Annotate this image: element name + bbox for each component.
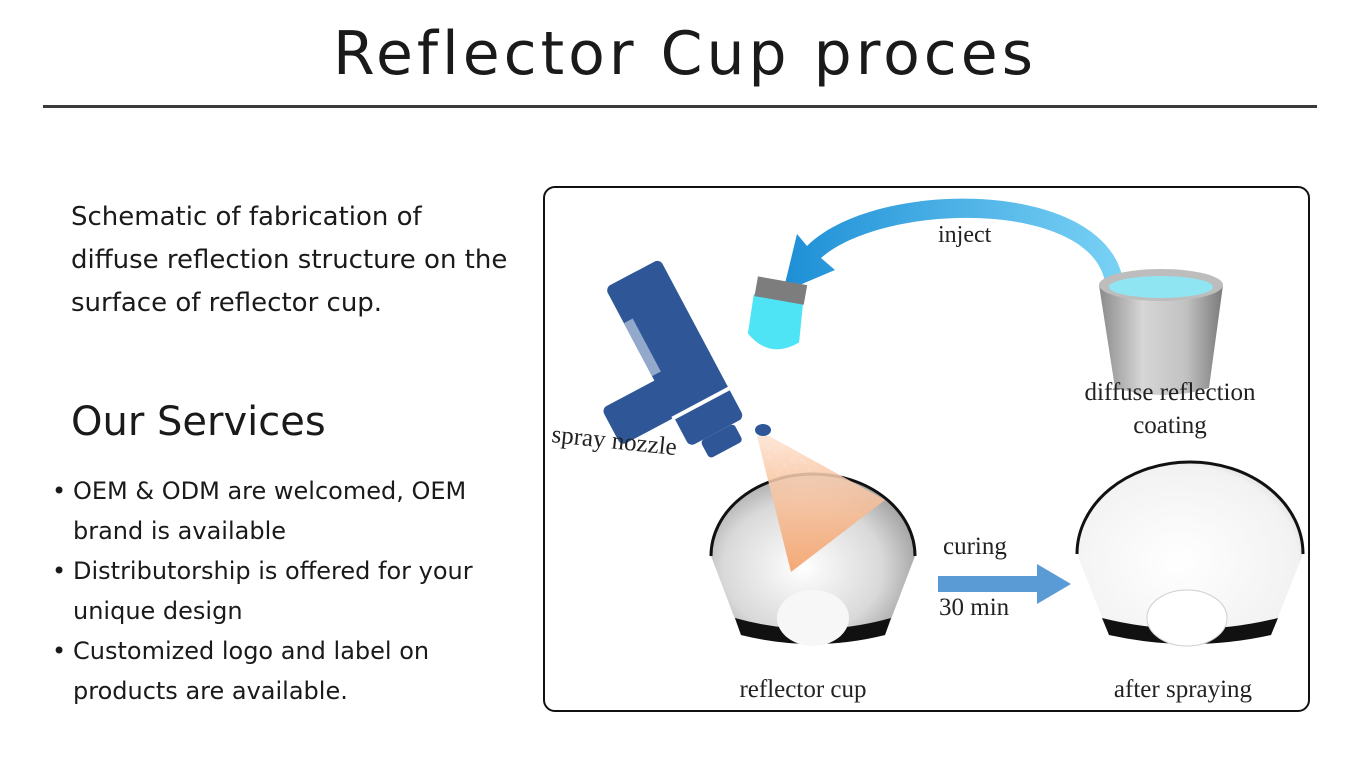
service-text: OEM & ODM are welcomed, OEM brand is ava…	[73, 477, 467, 545]
spray-gun-icon	[603, 260, 808, 458]
coating-bucket-icon	[1099, 269, 1223, 395]
page-title: Reflector Cup process	[0, 18, 1366, 90]
process-diagram: inject diffuse reflection coating spr	[543, 186, 1310, 712]
coated-cup-icon	[1075, 460, 1305, 647]
page-title-text: Reflector Cup process	[333, 19, 1033, 89]
cure-time-label: 30 min	[939, 594, 1010, 621]
bullet-icon: •	[52, 557, 67, 585]
title-divider	[43, 105, 1317, 108]
bullet-icon: •	[52, 637, 67, 665]
reflector-cup-label: reflector cup	[739, 676, 866, 703]
curing-label: curing	[943, 533, 1007, 560]
coating-label-line2: coating	[1133, 412, 1207, 439]
process-diagram-svg: inject diffuse reflection coating spr	[550, 198, 1305, 703]
list-item: •OEM & ODM are welcomed, OEM brand is av…	[52, 471, 512, 551]
services-list: •OEM & ODM are welcomed, OEM brand is av…	[52, 471, 512, 711]
coating-label-line1: diffuse reflection	[1085, 379, 1256, 406]
curing-arrow-icon	[938, 564, 1071, 604]
inject-arrow	[783, 198, 1123, 292]
service-text: Distributorship is offered for your uniq…	[73, 557, 473, 625]
list-item: •Distributorship is offered for your uni…	[52, 551, 512, 631]
bullet-icon: •	[52, 477, 67, 505]
after-spraying-label: after spraying	[1114, 676, 1253, 703]
service-text: Customized logo and label on products ar…	[73, 637, 430, 705]
figure-description: Schematic of fabrication of diffuse refl…	[71, 202, 508, 318]
reflector-cup-icon	[709, 436, 917, 646]
spray-nozzle-label: spray nozzle	[550, 421, 678, 461]
inject-label: inject	[938, 222, 992, 248]
list-item: • Customized logo and label on products …	[52, 631, 512, 711]
services-heading: Our Services	[71, 399, 326, 445]
